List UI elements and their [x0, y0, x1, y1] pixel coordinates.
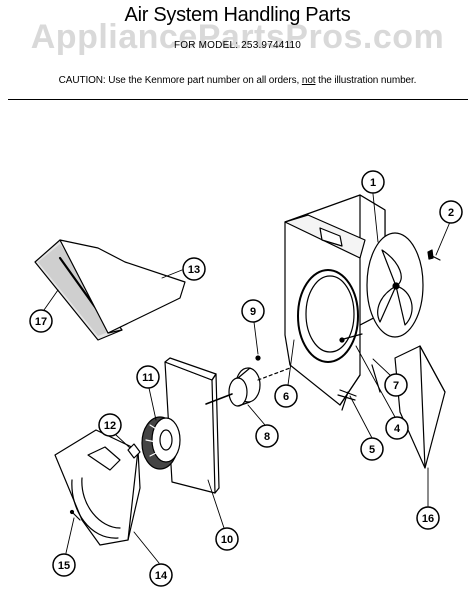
callout-10-label: 10 — [221, 534, 233, 546]
callout-4-label: 4 — [394, 423, 401, 435]
caution-not: not — [301, 75, 316, 86]
callout-15-label: 15 — [58, 560, 70, 572]
callout-7-label: 7 — [393, 380, 399, 392]
callout-12: 12 — [98, 413, 122, 437]
callout-15: 15 — [52, 553, 76, 577]
callout-1: 1 — [361, 170, 385, 194]
header-divider — [8, 99, 468, 100]
callout-17-label: 17 — [35, 316, 47, 328]
callout-17: 17 — [29, 309, 53, 333]
callout-13-label: 13 — [188, 264, 200, 276]
callout-8-label: 8 — [264, 431, 270, 443]
callout-10: 10 — [215, 527, 239, 551]
callout-6-label: 6 — [283, 391, 289, 403]
condenser-fan-blade-part — [366, 232, 424, 338]
blower-housing-part — [54, 429, 141, 546]
callout-12-label: 12 — [104, 420, 116, 432]
fan-screw-part — [427, 249, 441, 261]
callout-5: 5 — [360, 437, 384, 461]
caution-suffix: the illustration number. — [315, 75, 417, 86]
fan-motor-part — [205, 355, 291, 407]
housing-screw-part — [69, 509, 81, 521]
callout-8: 8 — [255, 424, 279, 448]
callout-2: 2 — [439, 200, 463, 224]
filter-panel-part — [59, 239, 186, 334]
callout-7: 7 — [384, 373, 408, 397]
leader-lines — [43, 193, 451, 564]
model-line: FOR MODEL: 253.9744110 — [0, 40, 475, 51]
callout-2-label: 2 — [448, 207, 454, 219]
watermark: AppliancePartsPros.com — [30, 18, 445, 56]
model-label: FOR MODEL: — [173, 40, 239, 51]
callout-16-label: 16 — [422, 513, 434, 525]
callout-1-label: 1 — [370, 177, 376, 189]
callout-11-label: 11 — [142, 372, 154, 384]
callout-11: 11 — [136, 365, 160, 389]
model-number: 253.9744110 — [241, 40, 302, 51]
callout-14-label: 14 — [155, 570, 168, 582]
blower-clip-part — [127, 443, 141, 459]
callout-16: 16 — [416, 506, 440, 530]
callout-9-label: 9 — [250, 306, 256, 318]
callout-6: 6 — [274, 384, 298, 408]
blower-wheel-part — [141, 416, 181, 470]
caution-note: CAUTION: Use the Kenmore part number on … — [0, 75, 475, 86]
callout-14: 14 — [149, 563, 173, 587]
callout-9: 9 — [241, 299, 265, 323]
blower-plate-part — [164, 357, 220, 494]
page-title: Air System Handling Parts — [124, 4, 351, 26]
callout-13: 13 — [182, 257, 206, 281]
callout-5-label: 5 — [369, 444, 375, 456]
side-panel-part — [394, 345, 446, 469]
caution-prefix: CAUTION: Use the Kenmore part number on … — [58, 75, 302, 86]
callout-4: 4 — [385, 416, 409, 440]
